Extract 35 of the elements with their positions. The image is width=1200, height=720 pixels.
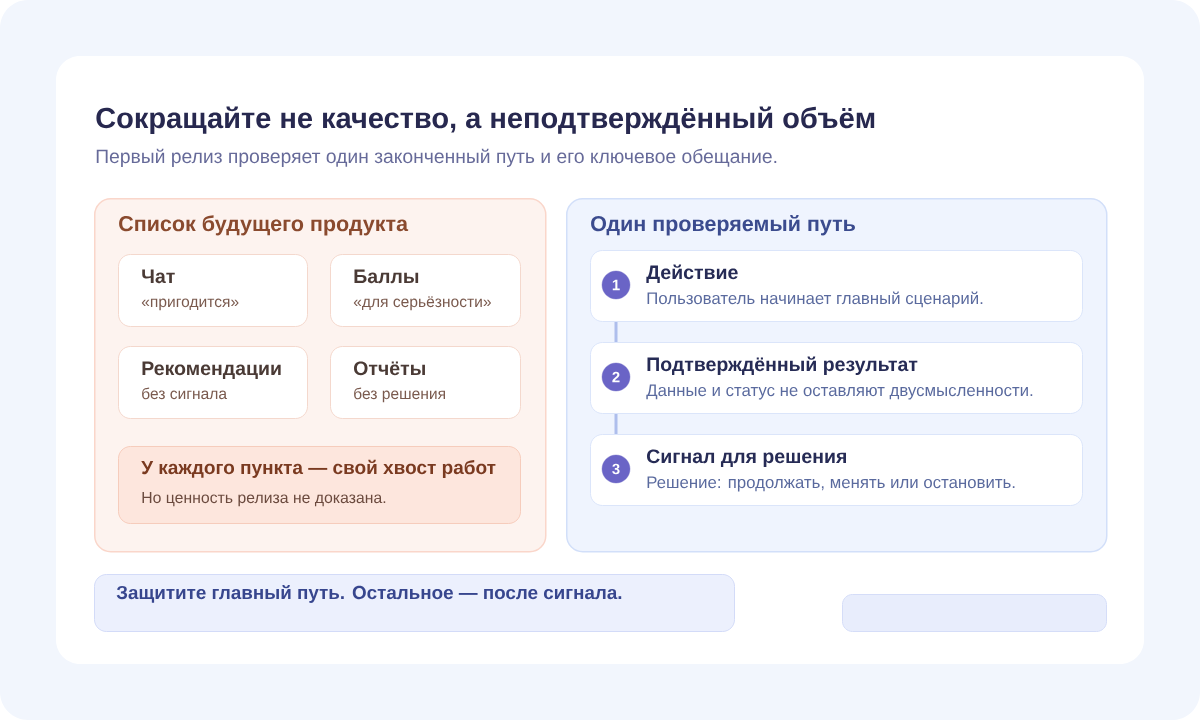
step-number: 3	[601, 454, 631, 484]
title: Сокращайте не качество, а неподтверждённый объём	[96, 106, 875, 134]
feature-card	[118, 346, 308, 419]
card-note: без сигнала	[142, 387, 228, 400]
card-note: «пригодится»	[141, 298, 239, 311]
step-description: Данные и статус не оставляют двусмысленности.	[646, 384, 1033, 400]
step-title: Действие	[646, 264, 738, 283]
card-title: У каждого пункта — свой хвост работ	[141, 459, 496, 478]
card-title: Рекомендации	[142, 361, 281, 379]
step-card	[590, 250, 1083, 322]
card-title: Чат	[142, 269, 175, 284]
step-number: 2	[601, 362, 631, 392]
step-title: Подтверждённый результат	[647, 356, 918, 376]
card-title: Баллы	[354, 269, 419, 284]
card-note: «для серьёзности»	[353, 296, 491, 311]
panel-heading: Один проверяемый путь	[591, 215, 855, 236]
step-card	[590, 342, 1083, 414]
connector-line	[614, 322, 618, 342]
note-banner: Защитите главный путь. Остальное — после сигнала.	[94, 574, 735, 632]
step-description: Решение: продолжать, менять или остановить.	[647, 476, 1015, 492]
connector-line	[614, 414, 618, 434]
step-number: 1	[601, 270, 631, 300]
step-title: Сигнал для решения	[647, 449, 846, 468]
footer-badge	[842, 594, 1107, 632]
step-description: Пользователь начинает главный сценарий.	[647, 291, 983, 308]
feature-card	[330, 254, 521, 327]
feature-card	[118, 254, 308, 327]
feature-card	[330, 346, 521, 419]
step-card	[590, 434, 1083, 506]
subtitle: Первый релиз проверяет один законченный путь и его ключевое обещание.	[96, 148, 777, 167]
card-note: без решения	[354, 387, 445, 403]
warning-card	[118, 446, 521, 524]
card-title: Отчёты	[354, 361, 425, 376]
panel-heading: Список будущего продукта	[119, 215, 409, 236]
card-note: Но ценность релиза не доказана.	[142, 492, 386, 507]
